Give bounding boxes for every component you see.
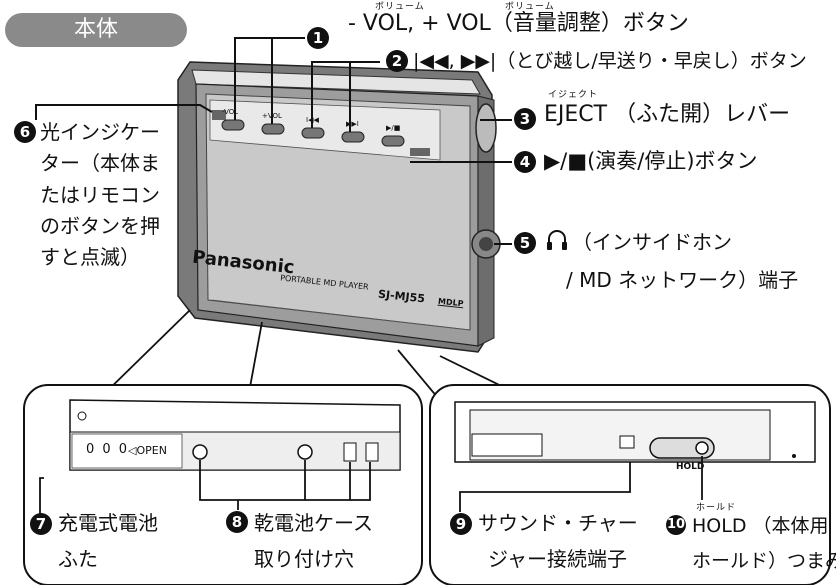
- headphone-icon: [546, 228, 568, 252]
- callout-8-text-line2: 取り付け穴: [254, 547, 354, 571]
- play-stop-label: ▶/■: [386, 124, 401, 132]
- callout-7-text-line2: ふた: [58, 547, 98, 571]
- callout-number-9: 9: [450, 513, 472, 535]
- callout-5-text-line1: （インサイドホン: [572, 230, 732, 254]
- callout-2-text: |◀◀, ▶▶|（とび越し/早送り・早戻し）ボタン: [413, 50, 807, 72]
- minus-vol-button[interactable]: [221, 119, 245, 131]
- prev-label: I◀◀: [306, 116, 319, 124]
- callout-number-5: 5: [514, 232, 536, 254]
- callout-6-text-line1: 光インジケー: [40, 120, 160, 144]
- callout-number-7: 7: [30, 513, 52, 535]
- callout-9-text-line1: サウンド・チャー: [478, 511, 638, 535]
- callout-3-text: EJECT （ふた開）レバー: [544, 102, 791, 127]
- callout-3-ruby: イジェクト: [548, 90, 599, 100]
- callout-10-text-line2: ホールド）つまみ: [692, 550, 836, 572]
- next-button[interactable]: [341, 131, 365, 143]
- open-marking: ◁OPEN: [128, 444, 167, 457]
- callout-10-ruby: ホールド: [696, 503, 737, 513]
- battery-lid-marking: 0 0 0: [86, 442, 130, 457]
- callout-10-text-line1: HOLD （本体用: [692, 515, 829, 537]
- play-stop-button[interactable]: [381, 135, 405, 147]
- prev-button[interactable]: [301, 127, 325, 139]
- callout-number-4: 4: [514, 151, 536, 173]
- callout-number-3: 3: [514, 108, 536, 130]
- callout-9-text-line2: ジャー接続端子: [488, 547, 627, 571]
- plus-vol-label: +VOL: [262, 112, 282, 120]
- hold-marking: HOLD: [676, 462, 705, 472]
- callout-7-text-line1: 充電式電池: [58, 511, 158, 535]
- callout-number-6: 6: [14, 121, 36, 143]
- callout-6-text-line4: のボタンを押: [40, 214, 160, 238]
- callout-5-text-line2: / MD ネットワーク）端子: [566, 268, 799, 292]
- callout-number-2: 2: [386, 50, 408, 72]
- callout-number-10: 10: [666, 515, 686, 535]
- plus-vol-button[interactable]: [261, 123, 285, 135]
- callout-1-ruby-b: ボリューム: [505, 2, 555, 12]
- callout-6-text-line2: ター（本体ま: [40, 151, 160, 175]
- callout-1-text: - VOL, + VOL（音量調整）ボタン: [348, 11, 689, 36]
- callout-4-text: ▶/■(演奏/停止)ボタン: [544, 149, 758, 173]
- callout-number-8: 8: [226, 511, 248, 533]
- callout-8-text-line1: 乾電池ケース: [254, 511, 373, 535]
- section-title-badge: 本体: [5, 13, 187, 47]
- next-label: ▶▶I: [346, 120, 359, 128]
- callout-6-text-line5: すと点滅）: [40, 245, 140, 269]
- callout-1-ruby-a: ボリューム: [375, 2, 425, 12]
- callout-number-1: 1: [307, 27, 329, 49]
- callout-6-text-line3: たはリモコン: [40, 183, 160, 207]
- minus-vol-label: -VOL: [222, 108, 239, 116]
